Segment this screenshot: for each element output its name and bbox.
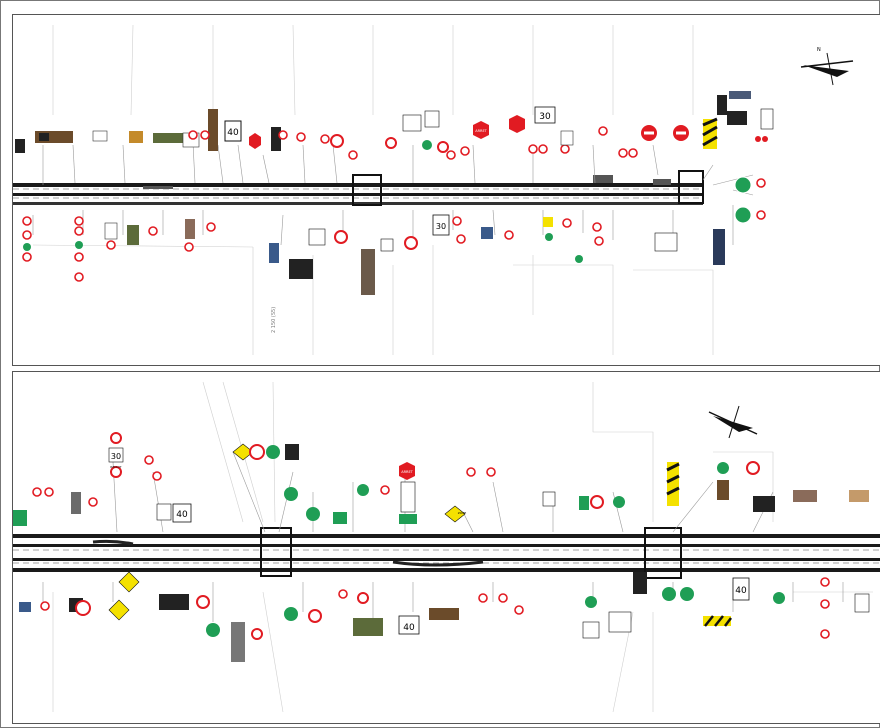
roadway-bottom — [13, 527, 880, 594]
scale-note: 2 150 (S5) — [271, 307, 277, 333]
signs-north-side-b: 30 40 ARRET — [13, 432, 869, 526]
roadway-top — [13, 170, 704, 206]
stop-sign-label: ARRET — [475, 129, 487, 133]
plan-panel-bottom: 30 40 ARRET — [12, 371, 880, 724]
stop-sign-label-2: ARRET — [401, 470, 413, 474]
signs-south-side-b: 40 40 ZONE REDUIT — [19, 465, 870, 662]
plan-drawing-top: N 40 ARRET — [13, 24, 854, 355]
signs-north-side: 40 ARRET 30 — [15, 91, 774, 160]
speed-limit-sign-icon-2: 30 — [539, 112, 551, 122]
speed-limit-sign-icon-6: 40 — [403, 623, 415, 633]
plan-panel-top: N 40 ARRET — [12, 14, 880, 366]
north-arrow-icon: N — [800, 47, 854, 86]
zone-sign-text: ZONE — [458, 511, 467, 515]
plan-drawing-bottom: 30 40 ARRET — [13, 381, 880, 713]
reduit-sign-text: REDUIT — [110, 465, 121, 469]
svg-text:N: N — [817, 47, 821, 53]
speed-limit-sign-icon-4: 30 — [111, 452, 121, 461]
speed-limit-sign-icon-7: 40 — [735, 586, 747, 596]
speed-limit-sign-icon-3: 30 — [436, 222, 446, 231]
speed-limit-sign-icon-5: 40 — [176, 510, 188, 520]
speed-limit-sign-icon: 40 — [227, 128, 239, 138]
chevron-hazard-icon — [702, 117, 718, 149]
signs-south-side: 30 — [22, 176, 766, 295]
north-arrow-icon-2 — [708, 405, 758, 439]
